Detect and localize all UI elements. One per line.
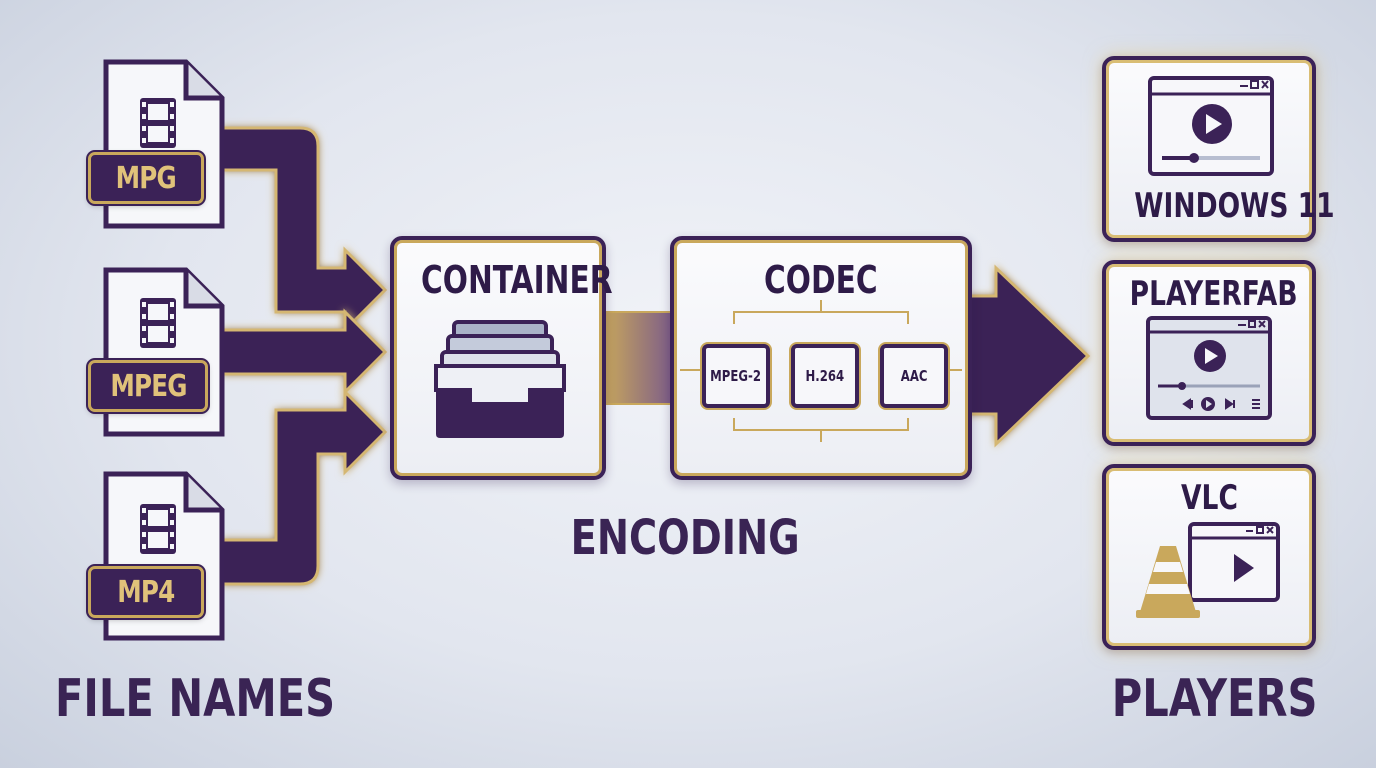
- codec-box: CODEC MPEG-2 H.264 AAC: [670, 236, 972, 480]
- file-item-mpeg: [102, 266, 226, 438]
- player-vlc: VLC: [1102, 464, 1316, 650]
- chip-mpeg2: MPEG-2: [702, 344, 770, 408]
- arrow-mpg-to-container: [220, 126, 388, 334]
- file-label-text: MPG: [115, 160, 177, 196]
- file-item-mpg: [102, 58, 226, 230]
- film-strip-icon: [140, 98, 176, 148]
- file-label-text: MPEG: [109, 368, 187, 404]
- media-window-icon: [1148, 76, 1274, 176]
- file-label-text: MP4: [117, 574, 175, 610]
- film-strip-icon: [140, 298, 176, 348]
- circuit-lines: [680, 300, 962, 442]
- vlc-media-window-icon: [1136, 522, 1280, 618]
- file-label-mp4: MP4: [88, 566, 204, 618]
- players-heading: PLAYERS: [1111, 669, 1318, 729]
- arrow-mpeg-to-container: [220, 308, 388, 396]
- play-icon: [1192, 104, 1232, 144]
- codec-title: CODEC: [764, 258, 878, 302]
- chip-aac: AAC: [880, 344, 948, 408]
- chip-h264: H.264: [791, 344, 859, 408]
- player-playerfab: PLAYERFAB: [1102, 260, 1316, 446]
- play-icon: [1194, 340, 1226, 372]
- document-icon: [103, 59, 225, 229]
- traffic-cone-icon: [1136, 546, 1200, 618]
- player-label: VLC: [1180, 478, 1238, 518]
- play-icon: [1234, 554, 1254, 582]
- player-windows-11: WINDOWS 11: [1102, 56, 1335, 242]
- container-title: CONTAINER: [421, 258, 613, 302]
- container-box: CONTAINER: [390, 236, 613, 480]
- document-icon: [103, 267, 225, 437]
- media-window-icon: [1146, 316, 1272, 420]
- playback-controls-icon: [1182, 397, 1260, 411]
- archive-tray-icon: [434, 320, 566, 438]
- chip-label: AAC: [900, 367, 928, 385]
- chip-label: MPEG-2: [710, 367, 762, 385]
- arrow-mp4-to-container: [220, 388, 388, 586]
- player-label: PLAYERFAB: [1129, 274, 1298, 314]
- player-label: WINDOWS 11: [1134, 186, 1335, 226]
- encoding-heading: ENCODING: [570, 510, 800, 566]
- film-strip-icon: [140, 504, 176, 554]
- chip-label: H.264: [805, 367, 845, 385]
- arrow-codec-to-players: [966, 264, 1091, 448]
- connector-container-codec: [602, 311, 676, 405]
- file-names-heading: FILE NAMES: [55, 669, 336, 729]
- file-label-mpg: MPG: [88, 152, 204, 204]
- file-label-mpeg: MPEG: [88, 360, 208, 412]
